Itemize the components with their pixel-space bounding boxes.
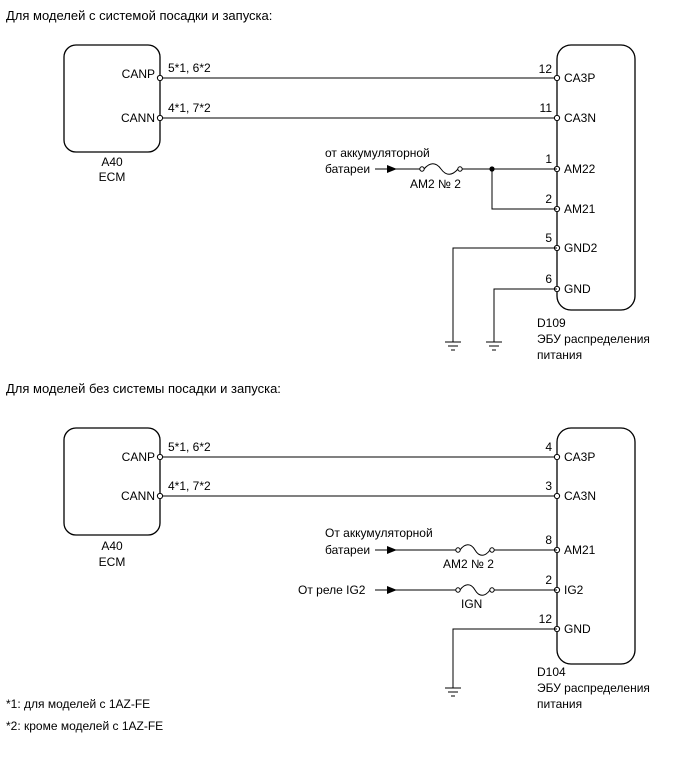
wire [491,169,557,210]
terminal-name: AM22 [564,162,596,176]
terminal-name: AM21 [564,202,596,216]
ground-icon [445,687,461,697]
fuse-icon [419,166,425,172]
unit-box [556,44,636,311]
fuse-icon [459,544,491,556]
fuse-icon [455,587,461,593]
footnote: *1: для моделей с 1AZ-FE [6,697,150,711]
fuse-icon [455,547,461,553]
terminal-number: 1 [545,152,552,166]
section2-heading: Для моделей без системы посадки и запуск… [6,381,281,396]
unit-name: питания [537,697,582,711]
terminal-number: 8 [545,533,552,547]
terminal-name: CA3N [564,111,596,125]
relay-source-label: От реле IG2 [298,583,366,597]
terminal-number: 12 [539,612,553,626]
terminal-number: 2 [545,573,552,587]
connector-pin [156,453,164,461]
terminal-name: GND [564,622,591,636]
unit-name: ЭБУ распределения [537,681,650,695]
ground-wire [493,288,557,342]
ecm-name: ECM [99,555,126,569]
canp-pin-numbers: 5*1, 6*2 [168,440,211,454]
terminal-name: GND [564,282,591,296]
cann-pin-numbers: 4*1, 7*2 [168,479,211,493]
unit-box [556,427,636,665]
ecm-code: A40 [101,155,123,169]
ecm-box [63,427,161,536]
terminal-name: CA3N [564,489,596,503]
terminal-number: 2 [545,192,552,206]
fuse-icon [457,166,463,172]
ground-icon [445,341,461,351]
cann-pin-numbers: 4*1, 7*2 [168,101,211,115]
terminal-name: IG2 [564,583,584,597]
ecm-code: A40 [101,539,123,553]
connector-pin [156,74,164,82]
footnote: *2: кроме моделей с 1AZ-FE [6,719,163,733]
terminal-number: 11 [540,101,553,115]
relay-fuse-label: IGN [461,597,482,611]
connector-pin [553,74,561,82]
canp-pin-numbers: 5*1, 6*2 [168,61,211,75]
ecm-pin-cann: CANN [121,489,155,503]
unit-name: питания [537,348,582,362]
fuse-icon [489,587,495,593]
unit-name: ЭБУ распределения [537,332,650,346]
battery-source-label: батареи [325,162,370,176]
fuse-label: AM2 № 2 [410,177,461,191]
section1-heading: Для моделей с системой посадки и запуска… [6,8,272,23]
ecm-pin-cann: CANN [121,111,155,125]
fuse-icon [459,584,491,596]
battery-source-label: батареи [325,543,370,557]
terminal-name: CA3P [564,450,595,464]
terminal-name: AM21 [564,543,596,557]
ground-wire [452,247,557,342]
unit-code: D104 [537,665,566,679]
terminal-number: 5 [545,231,552,245]
ecm-pin-canp: CANP [122,450,155,464]
terminal-name: CA3P [564,71,595,85]
terminal-number: 12 [539,62,553,76]
battery-source-label: От аккумуляторной [325,526,433,540]
ecm-name: ECM [99,170,126,184]
fuse-icon [423,163,459,175]
connector-pin [553,114,561,122]
battery-source-label: от аккумуляторной [325,146,430,160]
ground-icon [486,341,502,351]
unit-code: D109 [537,316,566,330]
ground-wire [452,628,557,688]
ecm-pin-canp: CANP [122,67,155,81]
terminal-number: 6 [545,272,552,286]
terminal-number: 3 [545,479,552,493]
terminal-number: 4 [545,440,552,454]
connector-pin [156,492,164,500]
fuse-label: AM2 № 2 [443,557,494,571]
fuse-icon [489,547,495,553]
terminal-name: GND2 [564,241,598,255]
connector-pin [553,453,561,461]
connector-pin [156,114,164,122]
connector-pin [553,492,561,500]
ecm-box [63,44,161,153]
